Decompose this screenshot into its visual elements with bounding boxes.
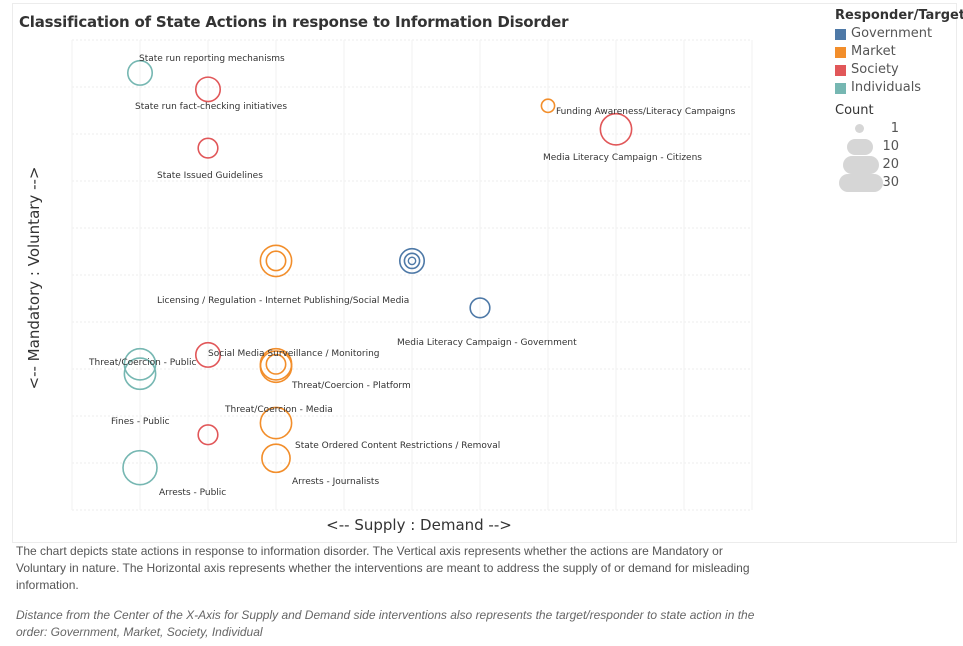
chart-frame <box>12 3 957 543</box>
chart-note: Distance from the Center of the X-Axis f… <box>16 608 755 639</box>
data-point[interactable] <box>599 112 633 146</box>
data-label: State run reporting mechanisms <box>139 54 285 64</box>
data-point[interactable] <box>122 449 158 486</box>
data-label: Funding Awareness/Literacy Campaigns <box>556 107 736 117</box>
size-bubble-icon <box>847 139 873 155</box>
size-legend-row: 1 <box>835 120 955 138</box>
x-axis-label: <-- Supply : Demand --> <box>326 516 512 534</box>
data-label: State Ordered Content Restrictions / Rem… <box>295 441 500 451</box>
legend-item-society[interactable]: Society <box>835 61 955 79</box>
data-point[interactable] <box>123 347 157 381</box>
data-point-inner-ring <box>265 250 287 272</box>
data-label: State run fact-checking initiatives <box>135 102 287 112</box>
size-legend-row: 20 <box>835 156 955 174</box>
legend-item-individuals[interactable]: Individuals <box>835 79 955 97</box>
data-point-inner-ring <box>403 252 421 270</box>
y-axis-label: <-- Mandatory : Voluntary --> <box>25 166 43 390</box>
legend-label: Market <box>851 44 896 59</box>
data-label: Threat/Coercion - Public <box>88 358 196 368</box>
size-legend-title: Count <box>835 103 874 118</box>
market-swatch-icon <box>835 46 846 58</box>
plot-grid <box>71 39 753 511</box>
size-legend-row: 10 <box>835 138 955 156</box>
data-point[interactable] <box>259 244 293 278</box>
data-point[interactable] <box>123 357 157 391</box>
data-label: Media Literacy Campaign - Citizens <box>543 153 702 163</box>
data-label: Media Literacy Campaign - Government <box>397 338 577 348</box>
chart-description: The chart depicts state actions in respo… <box>16 544 750 592</box>
data-point[interactable] <box>469 297 491 319</box>
data-label: Fines - Public <box>111 417 170 427</box>
data-label: Arrests - Public <box>159 488 226 498</box>
legend-label: Government <box>851 26 933 41</box>
data-label: Licensing / Regulation - Internet Publis… <box>157 296 409 306</box>
data-label: Threat/Coercion - Platform <box>291 381 411 391</box>
data-point[interactable] <box>126 59 154 86</box>
data-point[interactable] <box>398 247 426 274</box>
data-point[interactable] <box>259 406 293 440</box>
size-bubble-icon <box>855 124 864 133</box>
data-point[interactable] <box>540 98 556 114</box>
color-legend-title: Responder/Target <box>835 8 963 23</box>
data-label: Threat/Coercion - Media <box>224 405 333 415</box>
data-point[interactable] <box>261 443 291 474</box>
size-legend-value: 10 <box>882 139 899 154</box>
data-point-inner-ring <box>407 256 417 266</box>
size-bubble-icon <box>843 156 879 174</box>
chart-title: Classification of State Actions in respo… <box>19 13 569 31</box>
data-point[interactable] <box>197 424 219 446</box>
society-swatch-icon <box>835 64 846 76</box>
individuals-swatch-icon <box>835 82 846 94</box>
data-point[interactable] <box>194 341 222 368</box>
legend-item-government[interactable]: Government <box>835 25 955 43</box>
legend-label: Individuals <box>851 80 922 95</box>
data-point-inner-ring <box>265 353 287 375</box>
data-point[interactable] <box>194 76 222 103</box>
data-label: State Issued Guidelines <box>157 171 263 181</box>
data-points <box>122 59 633 486</box>
data-label: Arrests - Journalists <box>292 477 379 487</box>
size-bubble-icon <box>839 174 883 192</box>
government-swatch-icon <box>835 28 846 40</box>
legend-label: Society <box>851 62 899 77</box>
size-legend-value: 30 <box>882 175 899 190</box>
data-point[interactable] <box>259 350 293 384</box>
data-point[interactable] <box>197 137 219 159</box>
size-legend-row: 30 <box>835 174 955 192</box>
legend-item-market[interactable]: Market <box>835 43 955 61</box>
data-label: Social Media Surveillance / Monitoring <box>208 349 380 359</box>
legend: Responder/Target Government Market Socie… <box>835 8 963 192</box>
size-legend-value: 1 <box>890 121 899 136</box>
size-legend-value: 20 <box>882 157 899 172</box>
